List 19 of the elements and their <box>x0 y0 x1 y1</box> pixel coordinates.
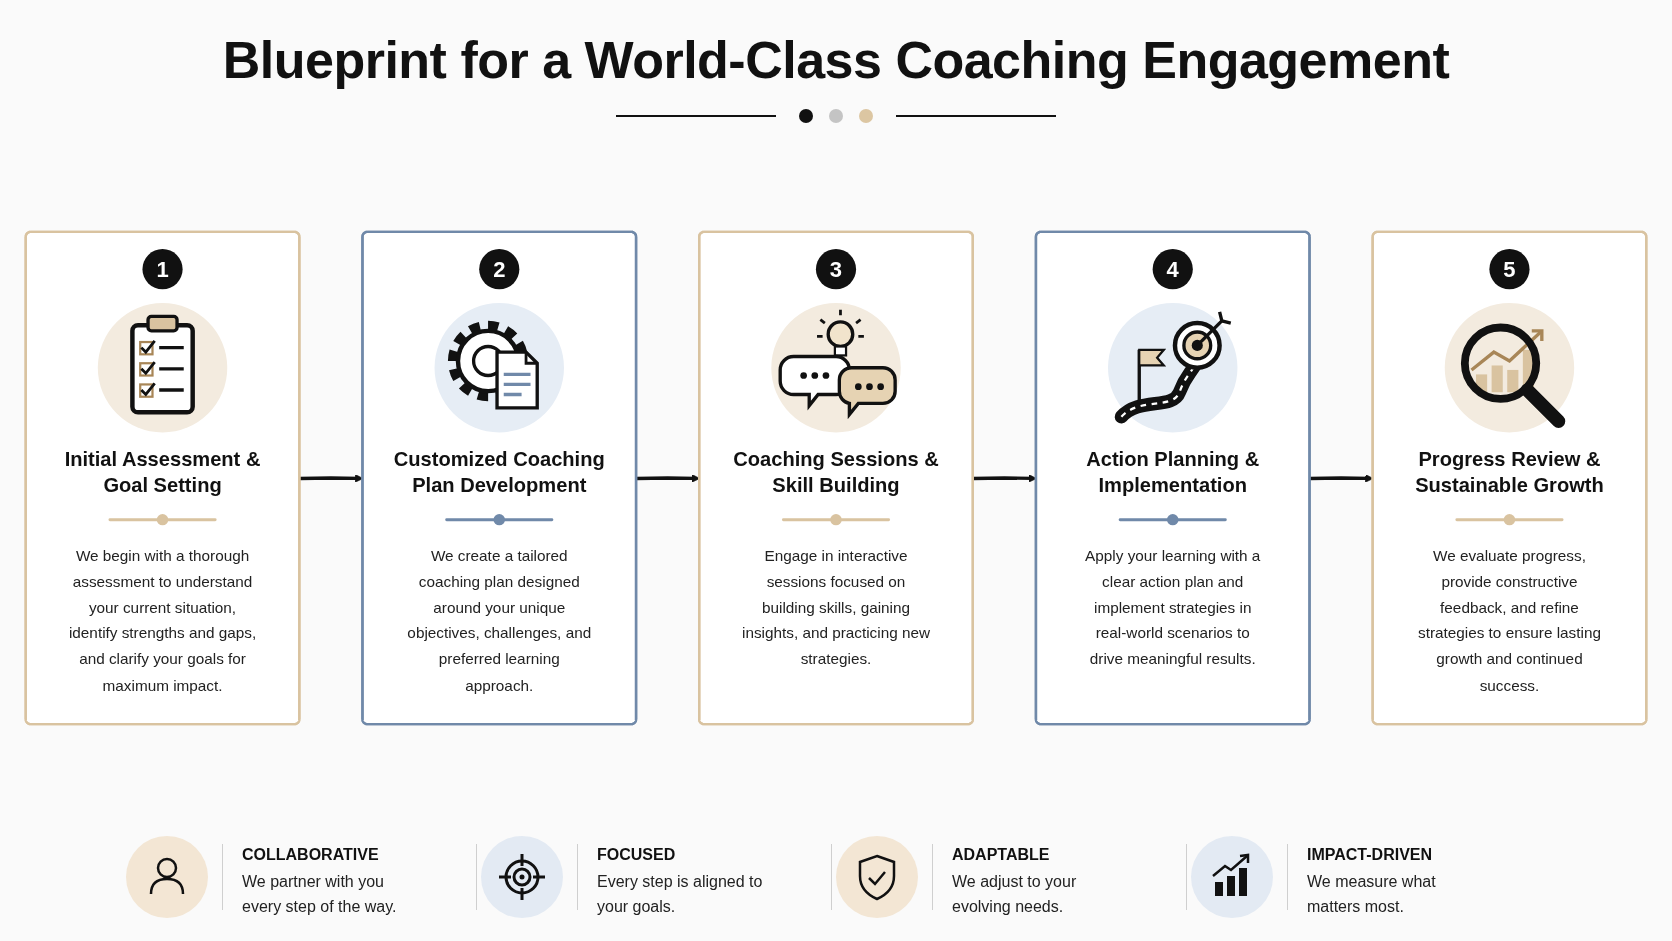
feature-heading: ADAPTABLE <box>952 846 1050 864</box>
step-title: Initial Assessment & Goal Setting <box>63 447 262 499</box>
feature-heading: FOCUSED <box>597 846 676 864</box>
feature-heading: COLLABORATIVE <box>242 846 379 864</box>
step-description: We begin with a thorough assessment to understand your current situation, identify strengths and gaps, and clarify your goals for maximum impact. <box>67 546 258 696</box>
title: Blueprint for a World-Class Coaching Engagement <box>222 30 1450 90</box>
step-description: Apply your learning with a clear action plan and implement strategies in real-world scenarios to drive meaningful results. <box>1084 546 1262 670</box>
step-title: Progress Review & Sustainable Growth <box>1414 447 1605 499</box>
step-description: We create a tailored coaching plan designed around your unique objectives, challenges, and preferred learning approach. <box>406 546 593 696</box>
feature-heading: IMPACT-DRIVEN <box>1307 846 1433 864</box>
step-description: Engage in interactive sessions focused on building skills, gaining insights, and practicing new strategies. <box>741 546 931 670</box>
step-description: We evaluate progress, provide constructive feedback, and refine strategies to ensure lasting growth and continued success. <box>1417 546 1602 696</box>
step-title: Customized Coaching Plan Development <box>392 447 606 499</box>
step-title: Action Planning & Implementation <box>1085 447 1261 499</box>
feature-text: We partner with you every step of the way. <box>242 872 398 917</box>
feature-text: We adjust to your evolving needs. <box>952 872 1078 917</box>
step-title: Coaching Sessions & Skill Building <box>732 447 940 499</box>
feature-text: We measure what matters most. <box>1307 872 1437 917</box>
feature-text: Every step is aligned to your goals. <box>597 872 764 917</box>
